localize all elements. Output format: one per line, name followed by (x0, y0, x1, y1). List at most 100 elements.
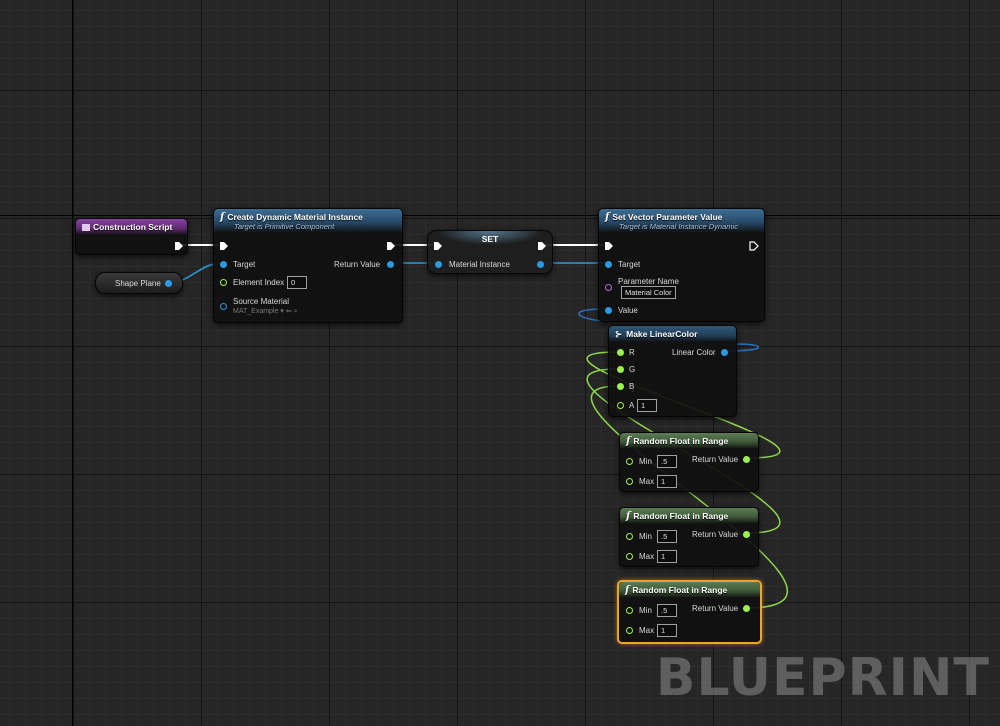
exec-in-pin[interactable] (219, 241, 229, 251)
min-input[interactable]: .5 (657, 530, 677, 543)
object-out-pin[interactable] (165, 280, 172, 287)
node-header-glow (436, 231, 544, 245)
min-pin[interactable] (626, 607, 633, 614)
node-title: Random Float in Range (633, 436, 729, 446)
min-input[interactable]: .5 (657, 604, 677, 617)
material-instance-out-pin[interactable] (537, 261, 544, 268)
exec-in-pin[interactable] (604, 241, 614, 251)
target-pin[interactable] (220, 261, 227, 268)
node-header: ⊱Make LinearColor (609, 326, 736, 342)
target-label: Target (233, 260, 256, 269)
parameter-name-input[interactable]: Material Color (621, 286, 676, 299)
source-material-value: MAT_Example (233, 308, 279, 315)
source-material-pin[interactable] (220, 303, 227, 310)
linear-color-out-pin[interactable] (721, 349, 728, 356)
node-title: Create Dynamic Material Instance (227, 212, 363, 222)
use-selected-icon[interactable]: ⇐ (285, 308, 292, 315)
b-label: B (629, 382, 635, 391)
blueprint-watermark: BLUEPRINT (655, 648, 990, 708)
a-label: A (629, 401, 635, 410)
set-variable-node[interactable]: SET Material Instance (427, 230, 553, 274)
return-value-label: Return Value (334, 260, 381, 269)
min-input[interactable]: .5 (657, 455, 677, 468)
b-pin[interactable] (617, 383, 624, 390)
material-instance-in-pin[interactable] (435, 261, 442, 268)
node-title: Set Vector Parameter Value (612, 212, 723, 222)
r-pin[interactable] (617, 349, 624, 356)
exec-in-pin[interactable] (433, 241, 443, 251)
return-value-label: Return Value (692, 604, 739, 613)
return-value-pin[interactable] (387, 261, 394, 268)
float-wire (590, 385, 789, 609)
exec-out-pin[interactable] (749, 241, 759, 251)
max-label: Max (639, 552, 655, 561)
exec-out-pin[interactable] (386, 241, 396, 251)
exec-out-pin[interactable] (537, 241, 547, 251)
element-index-input[interactable]: 0 (287, 276, 307, 289)
browse-icon[interactable]: ⌕ (293, 308, 298, 315)
node-title: Random Float in Range (633, 511, 729, 521)
material-instance-label: Material Instance (449, 260, 510, 269)
node-title: Construction Script (93, 222, 173, 232)
element-index-label: Element Index (233, 278, 285, 287)
linear-color-label: Linear Color (672, 348, 716, 357)
return-value-label: Return Value (692, 455, 739, 464)
shape-plane-variable-node[interactable]: Shape Plane (95, 272, 183, 294)
max-input[interactable]: 1 (657, 624, 677, 637)
return-value-pin[interactable] (743, 456, 750, 463)
min-label: Min (639, 606, 652, 615)
construction-script-node[interactable]: Construction Script (75, 218, 188, 255)
function-icon: f (220, 212, 225, 223)
r-label: R (629, 348, 635, 357)
node-title: Random Float in Range (632, 585, 728, 595)
max-label: Max (639, 477, 655, 486)
source-material-label: Source Material (233, 297, 290, 306)
max-input[interactable]: 1 (657, 475, 677, 488)
min-label: Min (639, 532, 652, 541)
parameter-name-label: Parameter Name (618, 277, 679, 286)
max-pin[interactable] (626, 553, 633, 560)
node-title: Make LinearColor (626, 329, 698, 339)
return-value-pin[interactable] (743, 605, 750, 612)
function-icon: f (626, 511, 631, 522)
max-pin[interactable] (626, 478, 633, 485)
g-pin[interactable] (617, 366, 624, 373)
g-label: G (629, 365, 636, 374)
node-header: Construction Script (76, 219, 187, 235)
function-icon: f (626, 436, 631, 447)
min-pin[interactable] (626, 458, 633, 465)
max-pin[interactable] (626, 627, 633, 634)
source-material-dropdown[interactable]: MAT_Example ▾ ⇐ ⌕ (233, 307, 298, 316)
parameter-name-pin[interactable] (605, 284, 612, 291)
a-input[interactable]: 1 (637, 399, 657, 412)
function-icon: f (605, 212, 610, 223)
min-pin[interactable] (626, 533, 633, 540)
struct-icon: ⊱ (615, 329, 623, 339)
target-pin[interactable] (605, 261, 612, 268)
function-icon: f (625, 585, 630, 596)
max-input[interactable]: 1 (657, 550, 677, 563)
graph-frame-line (0, 215, 1000, 216)
make-linear-color-node[interactable]: ⊱Make LinearColor R Linear Color G B A 1 (608, 325, 737, 417)
element-index-pin[interactable] (220, 279, 227, 286)
variable-name: Shape Plane (115, 279, 161, 288)
max-label: Max (639, 626, 655, 635)
chevron-down-icon: ▾ (280, 308, 284, 315)
return-value-pin[interactable] (743, 531, 750, 538)
node-subtitle: Target is Primitive Component (234, 222, 335, 231)
node-subtitle: Target is Material Instance Dynamic (619, 222, 738, 231)
value-pin[interactable] (605, 307, 612, 314)
a-pin[interactable] (617, 402, 624, 409)
exec-out-pin[interactable] (174, 241, 184, 251)
